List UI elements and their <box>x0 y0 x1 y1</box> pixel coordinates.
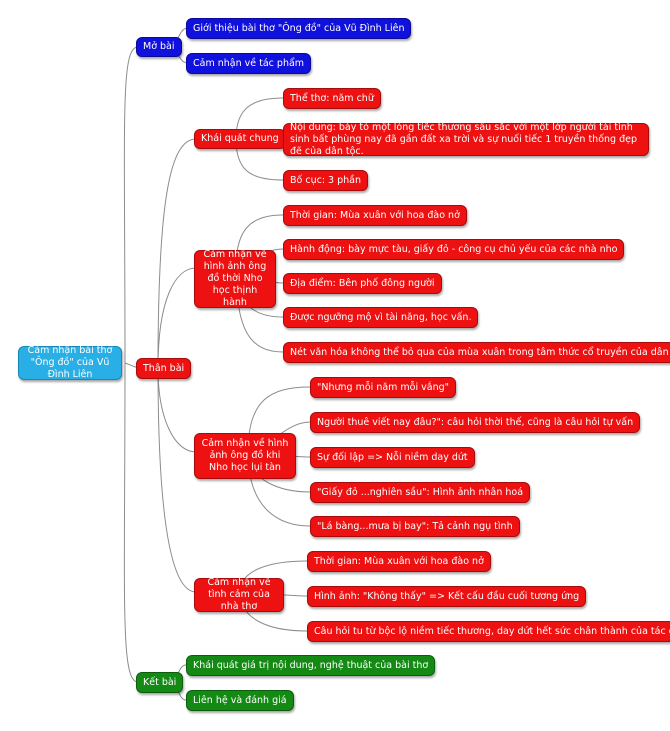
lui-tan-item-label: Người thuê viết nay đâu?": câu hỏi thời … <box>317 416 634 428</box>
lui-tan-item-label: "Nhưng mỗi năm mỗi vắng" <box>317 381 450 393</box>
khai-quat-item-label: Bố cục: 3 phần <box>290 174 361 186</box>
lui-tan-item-2[interactable]: Người thuê viết nay đâu?": câu hỏi thời … <box>310 412 641 433</box>
connector-root-than-bai <box>124 362 139 369</box>
tinh-cam-node[interactable]: Cảm nhận về tình cảm của nhà thơ <box>194 577 284 612</box>
connector-root-mo-bai <box>123 46 139 364</box>
khai-quat-label: Khái quát chung <box>201 133 279 144</box>
lui-tan-item-4[interactable]: "Giấy đỏ ...nghiên sầu": Hình ảnh nhân h… <box>310 482 531 503</box>
lui-tan-item-label: "Lá bàng...mưa bị bay": Tả cảnh ngụ tình <box>317 520 513 532</box>
ket-bai-item-1[interactable]: Khái quát giá trị nội dung, nghệ thuật c… <box>186 655 436 676</box>
tinh-cam-item-label: Thời gian: Mùa xuân với hoa đào nở <box>314 555 484 567</box>
thinh-hanh-node[interactable]: Cảm nhận về hình ảnh ông đồ thời Nho học… <box>194 249 276 308</box>
thinh-hanh-item-label: Hành động: bày mực tàu, giấy đỏ - công c… <box>290 243 618 255</box>
lui-tan-item-label: "Giấy đỏ ...nghiên sầu": Hình ảnh nhân h… <box>317 486 524 498</box>
mo-bai-item-1[interactable]: Giới thiệu bài thơ "Ông đồ" của Vũ Đình … <box>186 18 412 39</box>
khai-quat-node[interactable]: Khái quát chung <box>194 129 286 149</box>
than-bai-node[interactable]: Thân bài <box>136 358 192 379</box>
lui-tan-item-3[interactable]: Sự đối lập => Nỗi niềm day dứt <box>310 447 475 468</box>
thinh-hanh-label: Cảm nhận về hình ảnh ông đồ thời Nho học… <box>203 249 267 308</box>
mo-bai-label: Mở bài <box>143 41 175 52</box>
khai-quat-item-label: Nội dung: bày tỏ một lòng tiếc thương sâ… <box>290 121 637 157</box>
tinh-cam-item-3[interactable]: Câu hỏi tu từ bộc lộ niềm tiếc thương, d… <box>307 621 670 642</box>
lui-tan-item-5[interactable]: "Lá bàng...mưa bị bay": Tả cảnh ngụ tình <box>310 516 520 537</box>
lui-tan-label: Cảm nhận về hình ảnh ông đồ khi Nho học … <box>201 438 289 473</box>
thinh-hanh-item-1[interactable]: Thời gian: Mùa xuân với hoa đào nở <box>283 205 467 226</box>
tinh-cam-item-2[interactable]: Hình ảnh: "Không thấy" => Kết cấu đầu cu… <box>307 586 587 607</box>
thinh-hanh-item-5[interactable]: Nét văn hóa không thể bỏ qua của mùa xuâ… <box>283 342 670 363</box>
lui-tan-item-1[interactable]: "Nhưng mỗi năm mỗi vắng" <box>310 377 457 398</box>
mo-bai-node[interactable]: Mở bài <box>136 37 182 57</box>
thinh-hanh-item-label: Được ngưỡng mộ vì tài năng, học vấn. <box>290 311 472 323</box>
khai-quat-item-label: Thể thơ: năm chữ <box>290 92 374 104</box>
thinh-hanh-item-3[interactable]: Địa điểm: Bên phố đông người <box>283 273 442 294</box>
tinh-cam-item-label: Câu hỏi tu từ bộc lộ niềm tiếc thương, d… <box>314 625 670 637</box>
mo-bai-item-2[interactable]: Cảm nhận về tác phẩm <box>186 53 312 74</box>
thinh-hanh-item-2[interactable]: Hành động: bày mực tàu, giấy đỏ - công c… <box>283 239 625 260</box>
thinh-hanh-item-label: Thời gian: Mùa xuân với hoa đào nở <box>290 209 460 221</box>
ket-bai-item-label: Liên hệ và đánh giá <box>193 694 287 706</box>
root-label: Cảm nhận bài thơ "Ông đồ" của Vũ Đình Li… <box>27 345 113 380</box>
khai-quat-item-2[interactable]: Nội dung: bày tỏ một lòng tiếc thương sâ… <box>283 121 649 157</box>
mo-bai-item-label: Giới thiệu bài thơ "Ông đồ" của Vũ Đình … <box>193 22 405 34</box>
lui-tan-item-label: Sự đối lập => Nỗi niềm day dứt <box>317 451 468 463</box>
connector-root-ket-bai <box>123 362 139 683</box>
root-node[interactable]: Cảm nhận bài thơ "Ông đồ" của Vũ Đình Li… <box>18 345 122 380</box>
khai-quat-item-3[interactable]: Bố cục: 3 phần <box>283 170 368 191</box>
thinh-hanh-item-label: Địa điểm: Bên phố đông người <box>290 277 435 289</box>
tinh-cam-item-1[interactable]: Thời gian: Mùa xuân với hoa đào nở <box>307 551 491 572</box>
tinh-cam-item-label: Hình ảnh: "Không thấy" => Kết cấu đầu cu… <box>314 590 580 602</box>
than-bai-label: Thân bài <box>143 362 185 374</box>
mo-bai-item-label: Cảm nhận về tác phẩm <box>193 57 305 69</box>
khai-quat-item-1[interactable]: Thể thơ: năm chữ <box>283 88 381 109</box>
ket-bai-node[interactable]: Kết bài <box>136 672 184 693</box>
thinh-hanh-item-label: Nét văn hóa không thể bỏ qua của mùa xuâ… <box>290 346 670 358</box>
thinh-hanh-item-4[interactable]: Được ngưỡng mộ vì tài năng, học vấn. <box>283 307 479 328</box>
ket-bai-item-label: Khái quát giá trị nội dung, nghệ thuật c… <box>193 659 429 671</box>
tinh-cam-label: Cảm nhận về tình cảm của nhà thơ <box>207 577 271 612</box>
lui-tan-node[interactable]: Cảm nhận về hình ảnh ông đồ khi Nho học … <box>194 433 296 479</box>
ket-bai-label: Kết bài <box>143 676 177 688</box>
ket-bai-item-2[interactable]: Liên hệ và đánh giá <box>186 690 294 711</box>
